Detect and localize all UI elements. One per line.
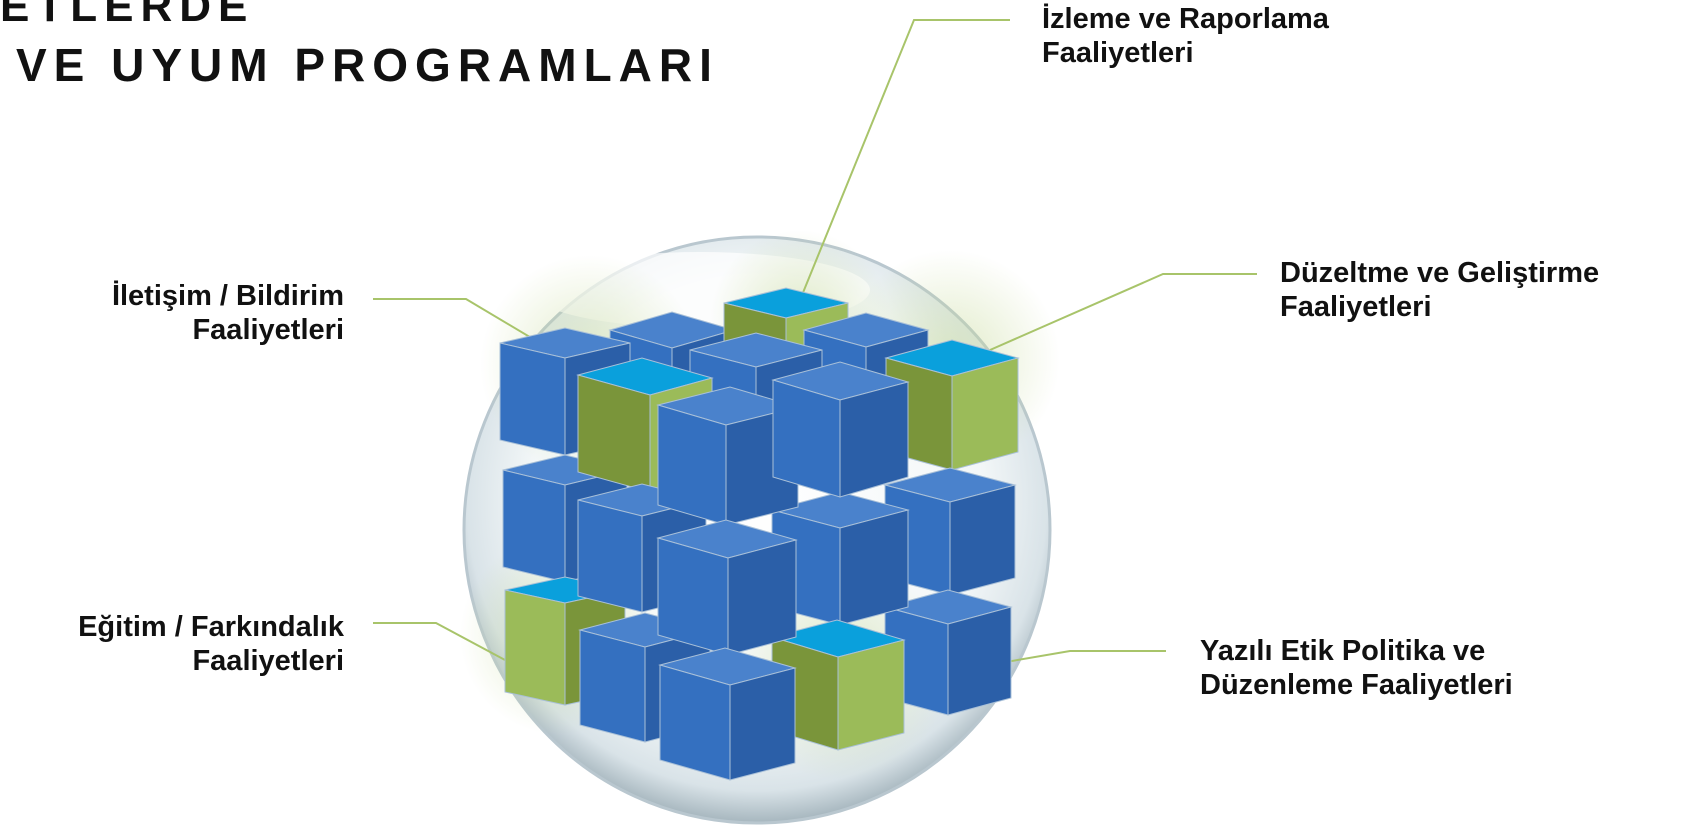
label-egitim-line2: Faaliyetleri <box>192 645 344 677</box>
label-duzeltme-line2: Faaliyetleri <box>1280 291 1432 323</box>
cube-left-top <box>499 327 631 456</box>
label-yazili-line2: Düzenleme Faaliyetleri <box>1200 669 1513 701</box>
label-yazili-etik-politika: Yazılı Etik Politika ve Düzenleme Faaliy… <box>1200 634 1513 702</box>
label-izleme-raporlama: İzleme ve Raporlama Faaliyetleri <box>1042 2 1329 70</box>
label-izleme-line2: Faaliyetleri <box>1042 37 1194 69</box>
leader-line-duzeltme <box>989 273 1257 351</box>
cube-front-middle <box>656 519 798 656</box>
label-egitim-farkindalik: Eğitim / Farkındalık Faaliyetleri <box>78 610 344 678</box>
label-duzeltme-line1: Düzeltme ve Geliştirme <box>1280 257 1600 289</box>
leader-line-izleme <box>799 19 1010 301</box>
label-egitim-line1: Eğitim / Farkındalık <box>78 611 344 643</box>
label-yazili-line1: Yazılı Etik Politika ve <box>1200 635 1486 667</box>
leader-line-egitim <box>373 622 506 661</box>
page-title-line2: VE UYUM PROGRAMLARI <box>16 39 719 91</box>
label-duzeltme-gelistirme: Düzeltme ve Geliştirme Faaliyetleri <box>1280 256 1599 324</box>
cube-front-top-center <box>656 386 800 526</box>
label-iletisim-line1: İletişim / Bildirim <box>111 280 344 312</box>
label-iletisim-line2: Faaliyetleri <box>192 314 344 346</box>
cube-front-top-right <box>771 361 910 498</box>
cube-front-bottom <box>658 647 797 781</box>
label-izleme-line1: İzleme ve Raporlama <box>1042 3 1329 35</box>
label-iletisim-bildirim: İletişim / Bildirim Faaliyetleri <box>112 279 344 347</box>
page-title-line1: ETLERDE <box>0 0 255 31</box>
